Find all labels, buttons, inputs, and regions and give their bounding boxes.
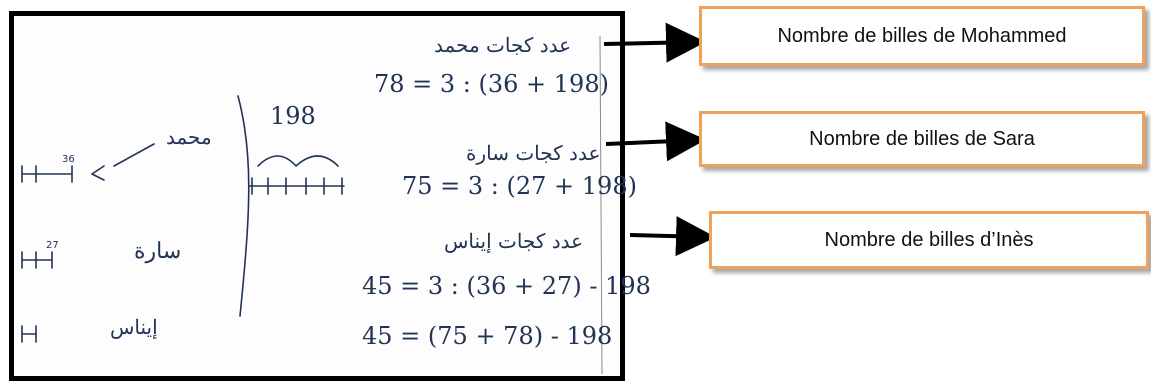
ines-segment-bar — [21, 325, 37, 343]
mohammed-segment-bar: 36 — [21, 154, 75, 183]
handwritten-solution-photo: 36 محمد 27 سارة إيناس 198 — [9, 11, 651, 381]
name-sara: سارة — [134, 239, 181, 264]
diagram-total: 198 — [270, 102, 316, 130]
sara-segment-label: 27 — [46, 240, 59, 251]
arrow-ines — [629, 216, 716, 257]
heading-ines: عدد كجات إيناس — [444, 229, 583, 254]
sara-segment-bar: 27 — [21, 240, 59, 269]
callout-mohammed: Nombre de billes de Mohammed — [699, 6, 1145, 66]
mohammed-segment-label: 36 — [62, 154, 75, 165]
equation-ines-2: 45 = (75 + 78) - 198 — [362, 322, 612, 350]
heading-mohammed: عدد كجات محمد — [434, 33, 571, 57]
equation-sara: 75 = 3 : (27 + 198) — [402, 172, 637, 200]
name-mohammed: محمد — [166, 125, 212, 149]
callout-ines: Nombre de billes d’Inès — [709, 211, 1149, 269]
callout-ines-label: Nombre de billes d’Inès — [824, 228, 1034, 251]
callout-sara: Nombre de billes de Sara — [699, 111, 1145, 167]
heading-sara: عدد كجات سارة — [466, 141, 600, 165]
equation-ines-1: 45 = 3 : (36 + 27) - 198 — [362, 272, 651, 300]
callout-sara-label: Nombre de billes de Sara — [809, 127, 1035, 150]
name-ines: إيناس — [110, 315, 158, 340]
callout-mohammed-label: Nombre de billes de Mohammed — [777, 24, 1067, 47]
equation-mohammed: 78 = 3 : (36 + 198) — [374, 70, 609, 98]
